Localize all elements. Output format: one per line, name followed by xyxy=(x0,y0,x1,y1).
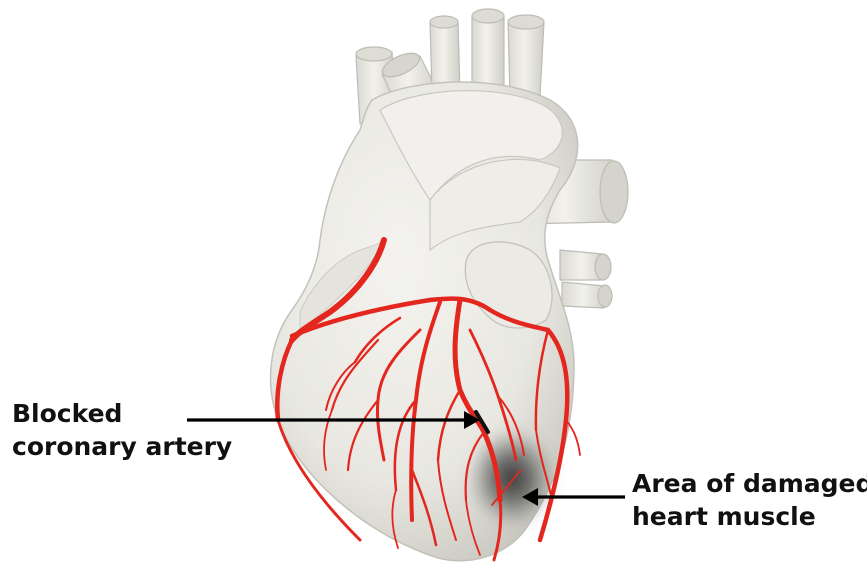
arrow-to-damaged-area xyxy=(522,488,625,506)
damaged-muscle-label: Area of damaged heart muscle xyxy=(632,467,867,533)
blocked-label-line2: coronary artery xyxy=(12,430,232,463)
damaged-label-line1: Area of damaged xyxy=(632,467,867,500)
blocked-label-line1: Blocked xyxy=(12,397,232,430)
blocked-artery-label: Blocked coronary artery xyxy=(12,397,232,463)
damaged-label-line2: heart muscle xyxy=(632,500,867,533)
